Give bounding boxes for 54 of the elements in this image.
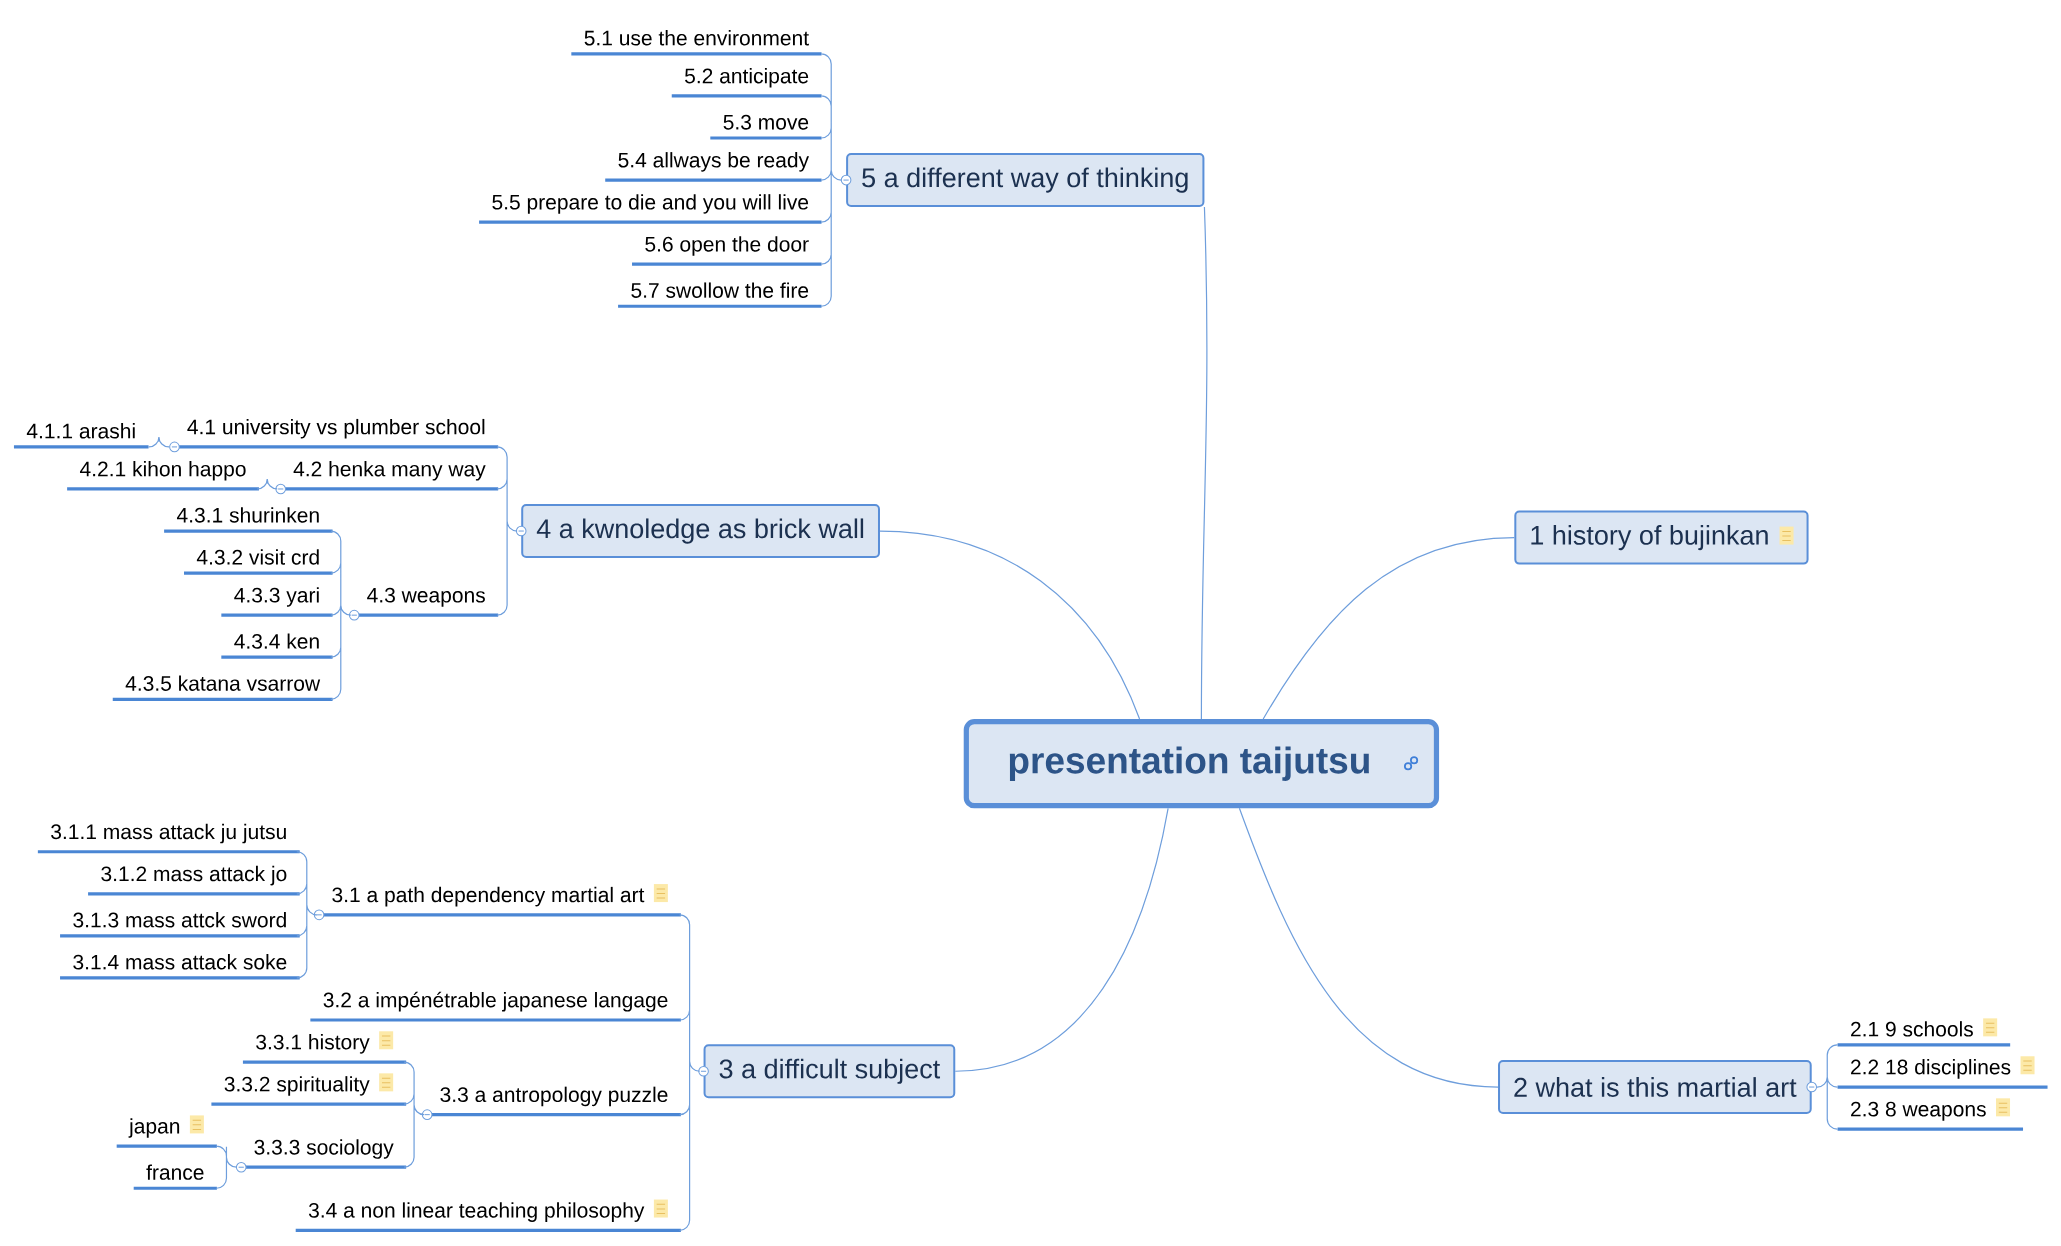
branch-line xyxy=(879,530,1141,720)
branch-lines xyxy=(820,53,842,307)
subtopic: 5.2 anticipate xyxy=(671,67,822,98)
subtopic: 3.3.3 sociology xyxy=(241,1139,407,1169)
subtopic: 4.3.2 visit crd xyxy=(184,549,333,575)
subtopic: 4.1 university vs plumber school xyxy=(174,418,499,449)
branch-line xyxy=(1238,807,1499,1088)
subtopic: 4.3.1 shurinken xyxy=(164,507,333,533)
subtopic: japan xyxy=(116,1118,217,1148)
branch-lines xyxy=(1816,1044,1839,1130)
subtopic: 5.6 open the door xyxy=(632,236,822,266)
branch-lines xyxy=(679,914,701,1231)
subtopic: 2.2 18 disciplines xyxy=(1837,1059,2048,1089)
topic-box: 5 a different way of thinking xyxy=(840,153,1205,208)
subtopic: 4.3.5 katana vsarrow xyxy=(112,675,333,701)
subtopic: 5.7 swollow the fire xyxy=(618,282,822,308)
subtopic: 4.3.3 yari xyxy=(221,587,333,617)
subtopic: 3.1.3 mass attck sword xyxy=(60,912,300,938)
topic-box: 1 history of bujinkan xyxy=(1514,510,1809,565)
subtopic: 3.2 a impénétrable japanese langage xyxy=(310,991,681,1022)
branch-lines xyxy=(147,436,170,448)
subtopic: 4.2.1 kihon happo xyxy=(67,460,259,491)
subtopic: 3.3 a antropology puzzle xyxy=(427,1086,681,1117)
branch-lines xyxy=(296,851,318,979)
branch-line xyxy=(1262,536,1515,720)
subtopic: 4.3.4 ken xyxy=(221,633,333,659)
branch-lines xyxy=(215,1145,238,1189)
topic-box: 4 a kwnoledge as brick wall xyxy=(515,504,880,558)
subtopic: 3.3.1 history xyxy=(242,1034,407,1064)
subtopic: 2.3 8 weapons xyxy=(1837,1101,2024,1131)
subtopic: 4.2 henka many way xyxy=(280,460,499,491)
subtopic: 5.5 prepare to die and you will live xyxy=(479,194,822,224)
branch-line xyxy=(954,807,1169,1072)
subtopic: 3.1.1 mass attack ju jutsu xyxy=(37,823,300,854)
subtopic: 5.3 move xyxy=(710,114,822,140)
subtopic: 4.3 weapons xyxy=(354,587,499,617)
branch-line xyxy=(1200,206,1208,720)
subtopic: 5.1 use the environment xyxy=(571,30,822,56)
branch-lines xyxy=(330,530,352,700)
branch-lines xyxy=(496,446,518,616)
subtopic: 3.4 a non linear teaching philosophy xyxy=(295,1202,681,1232)
subtopic: 3.1.2 mass attack jo xyxy=(88,865,300,896)
subtopic: 3.1 a path dependency martial art xyxy=(319,886,681,917)
subtopic: 4.1.1 arashi xyxy=(13,423,149,449)
topic-box: 3 a difficult subject xyxy=(698,1044,956,1099)
subtopic: 5.4 allways be ready xyxy=(605,152,822,182)
topic-box: 2 what is this martial art xyxy=(1498,1060,1817,1114)
subtopic: 3.3.2 spirituality xyxy=(211,1076,407,1106)
branch-lines xyxy=(403,1061,425,1168)
subtopic: 2.1 9 schools xyxy=(1837,1021,2011,1047)
central-topic-box: presentation taijutsu xyxy=(963,719,1440,809)
subtopic: france xyxy=(133,1164,217,1190)
branch-lines xyxy=(256,478,278,490)
subtopic: 3.1.4 mass attack soke xyxy=(60,954,300,980)
